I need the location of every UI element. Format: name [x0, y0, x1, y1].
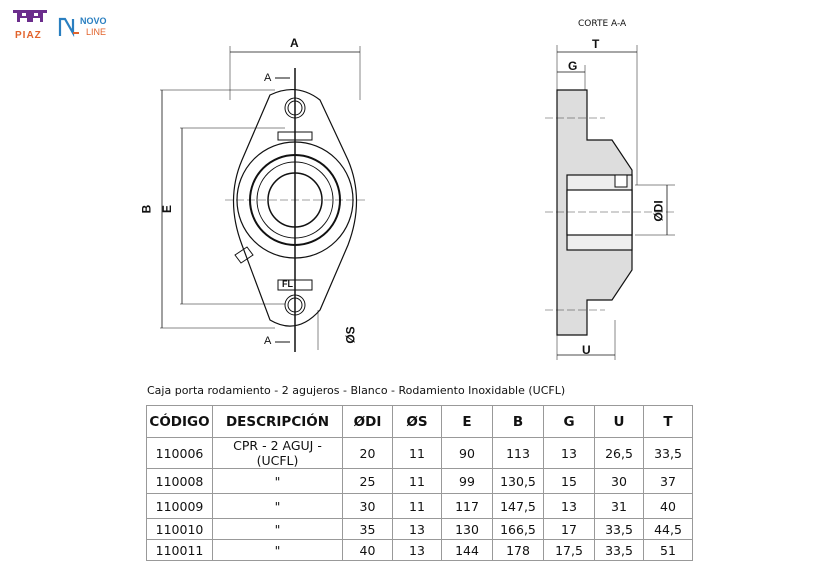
dim-di-label: ØDI [651, 200, 666, 222]
table-caption: Caja porta rodamiento - 2 agujeros - Bla… [147, 384, 566, 397]
novo-line-logo: NOVO LINE [58, 16, 118, 40]
dim-g-label: G [568, 59, 578, 73]
table-cell: " [212, 518, 343, 540]
dim-s-label: ØS [343, 326, 358, 344]
novo-line-logo-icon [58, 17, 79, 38]
column-header: B [492, 405, 544, 438]
table-cell: 130 [441, 518, 493, 540]
table-cell: 25 [342, 468, 393, 494]
table-cell: 31 [594, 493, 644, 519]
dim-b-label: B [139, 204, 154, 214]
column-header: G [543, 405, 595, 438]
section-title: CORTE A-A [578, 19, 627, 29]
section-view-drawing [545, 45, 675, 360]
line-text: LINE [86, 27, 107, 37]
section-mark-top: A [264, 72, 272, 84]
table-cell: " [212, 468, 343, 494]
table-cell: 110010 [146, 518, 213, 540]
column-header: T [643, 405, 693, 438]
table-cell: 33,5 [594, 518, 644, 540]
table-cell: 110009 [146, 493, 213, 519]
column-header: CÓDIGO [146, 405, 213, 438]
table-cell: 130,5 [492, 468, 544, 494]
table-cell: 37 [643, 468, 693, 494]
table-cell: 17,5 [543, 539, 595, 561]
novo-text: NOVO [80, 16, 107, 26]
table-cell: 33,5 [594, 539, 644, 561]
dim-a-label: A [290, 36, 299, 50]
table-cell: 117 [441, 493, 493, 519]
table-cell: " [212, 539, 343, 561]
table-cell: 13 [392, 539, 442, 561]
section-mark-bottom: A [264, 335, 272, 347]
table-cell: 178 [492, 539, 544, 561]
table-cell: 33,5 [643, 437, 693, 469]
table-cell: 110008 [146, 468, 213, 494]
table-cell: 11 [392, 468, 442, 494]
table-cell: 40 [643, 493, 693, 519]
fl-marking: FL [282, 279, 293, 289]
table-cell: 51 [643, 539, 693, 561]
column-header: DESCRIPCIÓN [212, 405, 343, 438]
table-cell: 30 [342, 493, 393, 519]
table-cell: 15 [543, 468, 595, 494]
column-header: E [441, 405, 493, 438]
table-cell: 13 [543, 437, 595, 469]
table-cell: 44,5 [643, 518, 693, 540]
table-cell: 30 [594, 468, 644, 494]
column-header: ØDI [342, 405, 393, 438]
table-cell: 99 [441, 468, 493, 494]
table-cell: 17 [543, 518, 595, 540]
table-cell: 144 [441, 539, 493, 561]
table-cell: 113 [492, 437, 544, 469]
table-cell: 110006 [146, 437, 213, 469]
table-cell: 90 [441, 437, 493, 469]
piaz-logo-icon [13, 10, 47, 22]
table-cell: 147,5 [492, 493, 544, 519]
table-cell: 13 [543, 493, 595, 519]
table-cell: 40 [342, 539, 393, 561]
front-view-drawing [160, 46, 365, 352]
table-cell: 20 [342, 437, 393, 469]
table-cell: 11 [392, 493, 442, 519]
dim-e-label: E [160, 204, 175, 214]
table-cell: " [212, 493, 343, 519]
table-cell: 35 [342, 518, 393, 540]
dim-u-label: U [582, 343, 591, 357]
column-header: U [594, 405, 644, 438]
piaz-logo: PIAZ [10, 8, 50, 46]
column-header: ØS [392, 405, 442, 438]
table-cell: 166,5 [492, 518, 544, 540]
table-cell: 26,5 [594, 437, 644, 469]
table-cell: 11 [392, 437, 442, 469]
piaz-logo-text: PIAZ [15, 30, 42, 41]
table-cell: 110011 [146, 539, 213, 561]
table-cell: 13 [392, 518, 442, 540]
table-cell: CPR - 2 AGUJ - (UCFL) [212, 437, 343, 469]
dim-t-label: T [592, 37, 600, 51]
